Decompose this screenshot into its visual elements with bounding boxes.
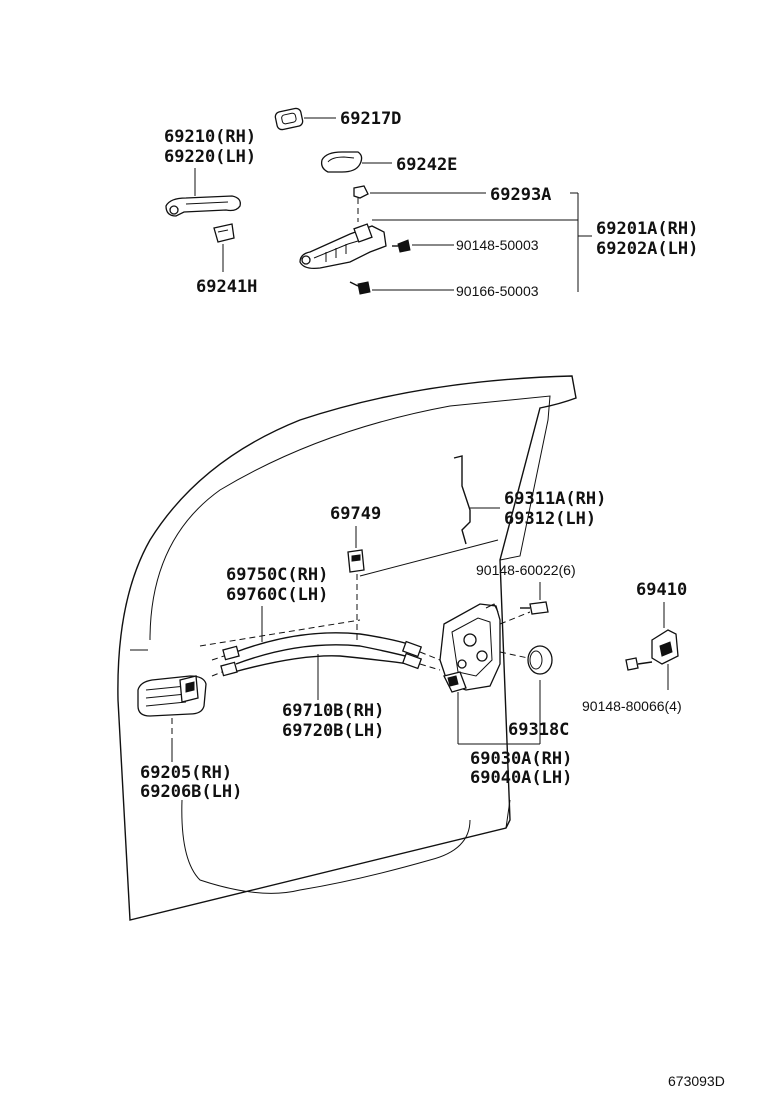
part-69242e-gasket	[320, 151, 363, 173]
label-69760c: 69760C(LH)	[226, 585, 328, 605]
label-69710b: 69710B(RH)	[282, 701, 384, 721]
label-69242e: 69242E	[396, 155, 457, 175]
label-69312: 69312(LH)	[504, 509, 596, 529]
part-door-lock-assembly	[439, 603, 501, 693]
label-69217d: 69217D	[340, 109, 401, 129]
label-69749: 69749	[330, 504, 381, 524]
part-screw-90166-50003	[349, 281, 371, 295]
label-69318c: 69318C	[508, 720, 569, 740]
label-69210: 69210(RH)	[164, 127, 256, 147]
part-screw-90148-60022	[520, 601, 549, 615]
drawing-code: 673093D	[668, 1073, 725, 1089]
part-lock-rod	[453, 455, 471, 545]
label-69410: 69410	[636, 580, 687, 600]
part-69293a-clip	[353, 185, 369, 199]
label-69040a: 69040A(LH)	[470, 768, 572, 788]
label-69311a: 69311A(RH)	[504, 489, 606, 509]
part-outside-handle	[165, 195, 241, 217]
label-90148-60022: 90148-60022(6)	[476, 562, 576, 578]
label-69293a: 69293A	[490, 185, 551, 205]
part-69749-clamp	[347, 549, 365, 573]
label-69205: 69205(RH)	[140, 763, 232, 783]
part-69241h-pad	[213, 223, 235, 243]
label-90148-50003: 90148-50003	[456, 237, 539, 253]
label-69206b: 69206B(LH)	[140, 782, 242, 802]
label-69030a: 69030A(RH)	[470, 749, 572, 769]
label-69220: 69220(LH)	[164, 147, 256, 167]
label-69720b: 69720B(LH)	[282, 721, 384, 741]
part-screw-90148-80066	[625, 657, 653, 671]
label-69202a: 69202A(LH)	[596, 239, 698, 259]
part-cable-assembly	[211, 632, 441, 677]
label-69750c: 69750C(RH)	[226, 565, 328, 585]
part-69217d-cover	[274, 107, 304, 131]
label-90148-80066: 90148-80066(4)	[582, 698, 682, 714]
part-handle-frame	[299, 223, 387, 270]
part-69410-striker	[651, 629, 679, 665]
label-69241h: 69241H	[196, 277, 257, 297]
label-90166-50003: 90166-50003	[456, 283, 539, 299]
label-69201a: 69201A(RH)	[596, 219, 698, 239]
part-screw-90148-50003	[392, 239, 411, 253]
part-inside-handle	[137, 675, 207, 717]
door-outline	[117, 375, 577, 921]
part-69318c-grommet	[527, 645, 553, 675]
